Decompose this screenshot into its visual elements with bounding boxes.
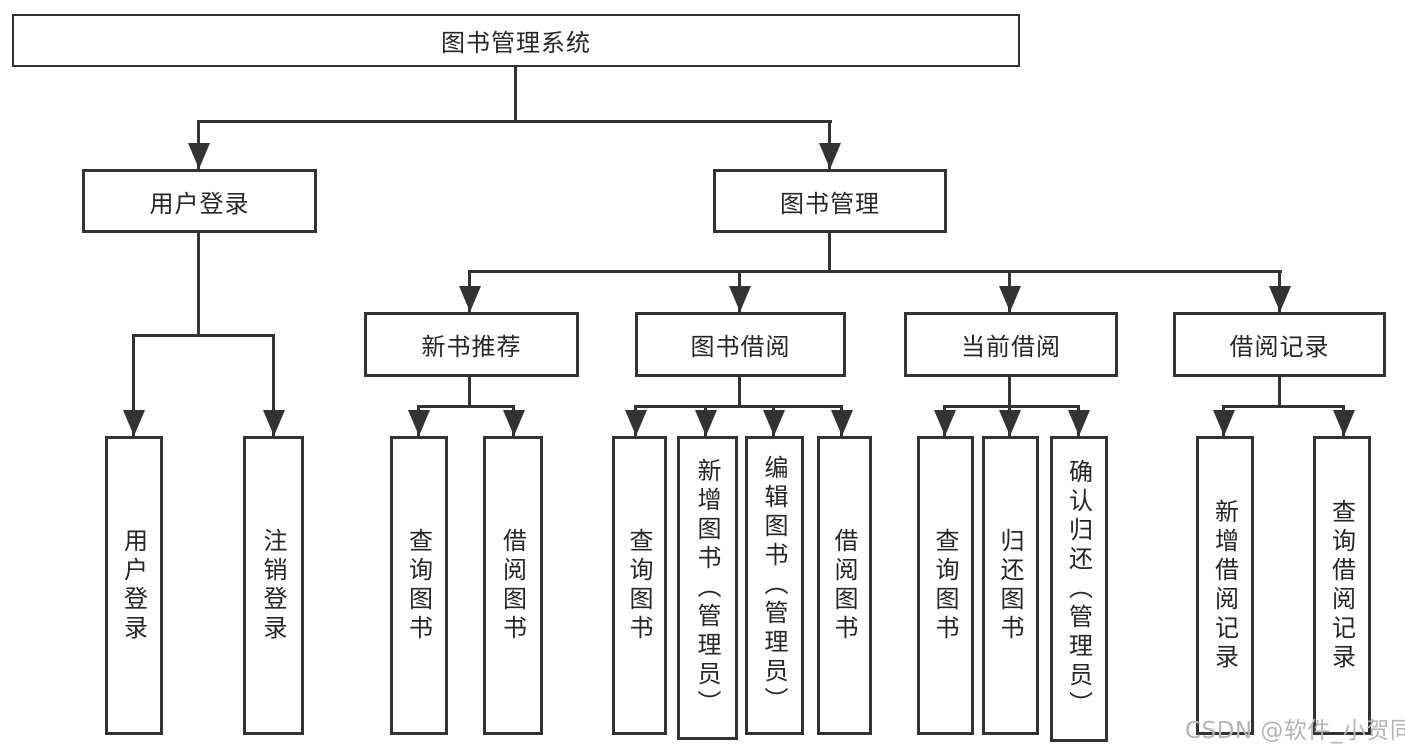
connector-recommend-hline bbox=[417, 405, 515, 408]
connector-borrow-stub bbox=[738, 377, 741, 408]
connector-recommend-stub bbox=[468, 377, 471, 408]
leaf-return-book: 归还图书 bbox=[982, 436, 1039, 735]
leaf-logout: 注销登录 bbox=[243, 436, 304, 735]
leaf-borrow-book: 借阅图书 bbox=[817, 436, 872, 735]
leaf-query-borrow-record: 查询借阅记录 bbox=[1313, 436, 1371, 735]
leaf-borrow-book-recommend: 借阅图书 bbox=[483, 436, 543, 735]
connector-login-stem-2 bbox=[272, 334, 275, 436]
arrowhead-to-borrow-records bbox=[1269, 286, 1291, 312]
arrowhead-to-leaf-logout bbox=[263, 410, 285, 436]
connector-mgmt-stub bbox=[828, 233, 831, 273]
arrowhead-to-leaf-query-record bbox=[1333, 410, 1355, 436]
connector-current-hline bbox=[943, 405, 1080, 408]
node-current-borrow: 当前借阅 bbox=[904, 312, 1118, 377]
arrowhead-to-leaf-query-current bbox=[934, 410, 956, 436]
connector-login-stub bbox=[197, 233, 200, 337]
connector-mgmt-hline bbox=[469, 270, 1282, 273]
arrowhead-to-leaf-add-record bbox=[1213, 410, 1235, 436]
leaf-user-login: 用户登录 bbox=[105, 436, 163, 735]
leaf-query-book-recommend: 查询图书 bbox=[390, 436, 448, 735]
node-book-management: 图书管理 bbox=[713, 169, 947, 233]
arrowhead-to-user-login bbox=[188, 143, 210, 169]
node-borrow-records: 借阅记录 bbox=[1173, 312, 1386, 377]
arrowhead-to-leaf-add-book bbox=[695, 410, 717, 436]
connector-login-hline bbox=[132, 334, 275, 337]
csdn-watermark: CSDN @软件_小贺同学 bbox=[1185, 718, 1405, 744]
arrowhead-to-leaf-return-book bbox=[999, 410, 1021, 436]
node-root-library-system: 图书管理系统 bbox=[12, 14, 1020, 67]
node-book-borrow: 图书借阅 bbox=[635, 312, 846, 377]
arrowhead-to-leaf-query-borrow bbox=[625, 410, 647, 436]
leaf-add-borrow-record: 新增借阅记录 bbox=[1196, 436, 1254, 735]
node-user-login: 用户登录 bbox=[82, 169, 317, 233]
leaf-query-book-borrow: 查询图书 bbox=[612, 436, 667, 735]
leaf-confirm-return-admin: 确认归还（管理员） bbox=[1050, 436, 1108, 742]
leaf-add-book-admin: 新增图书（管理员） bbox=[677, 436, 738, 740]
arrowhead-to-leaf-user-login bbox=[123, 410, 145, 436]
arrowhead-to-book-borrow bbox=[729, 286, 751, 312]
connector-root-stub bbox=[514, 67, 517, 123]
arrowhead-to-book-management bbox=[819, 143, 841, 169]
arrowhead-to-current-borrow bbox=[999, 286, 1021, 312]
leaf-edit-book-admin: 编辑图书（管理员） bbox=[745, 436, 804, 735]
connector-current-stub bbox=[1008, 377, 1011, 408]
leaf-query-book-current: 查询图书 bbox=[917, 436, 974, 735]
connector-root-hline bbox=[198, 120, 832, 123]
connector-records-hline bbox=[1222, 405, 1345, 408]
arrowhead-to-leaf-edit-book bbox=[763, 410, 785, 436]
node-new-book-recommend: 新书推荐 bbox=[364, 312, 579, 377]
connector-login-stem-1 bbox=[132, 334, 135, 436]
arrowhead-to-leaf-query-recommend bbox=[408, 410, 430, 436]
connector-records-stub bbox=[1278, 377, 1281, 408]
arrowhead-to-leaf-confirm-return bbox=[1068, 410, 1090, 436]
connector-borrow-hline bbox=[634, 405, 843, 408]
arrowhead-to-leaf-borrow-book bbox=[831, 410, 853, 436]
arrowhead-to-leaf-borrow-recommend bbox=[503, 410, 525, 436]
arrowhead-to-new-book-recommend bbox=[459, 286, 481, 312]
